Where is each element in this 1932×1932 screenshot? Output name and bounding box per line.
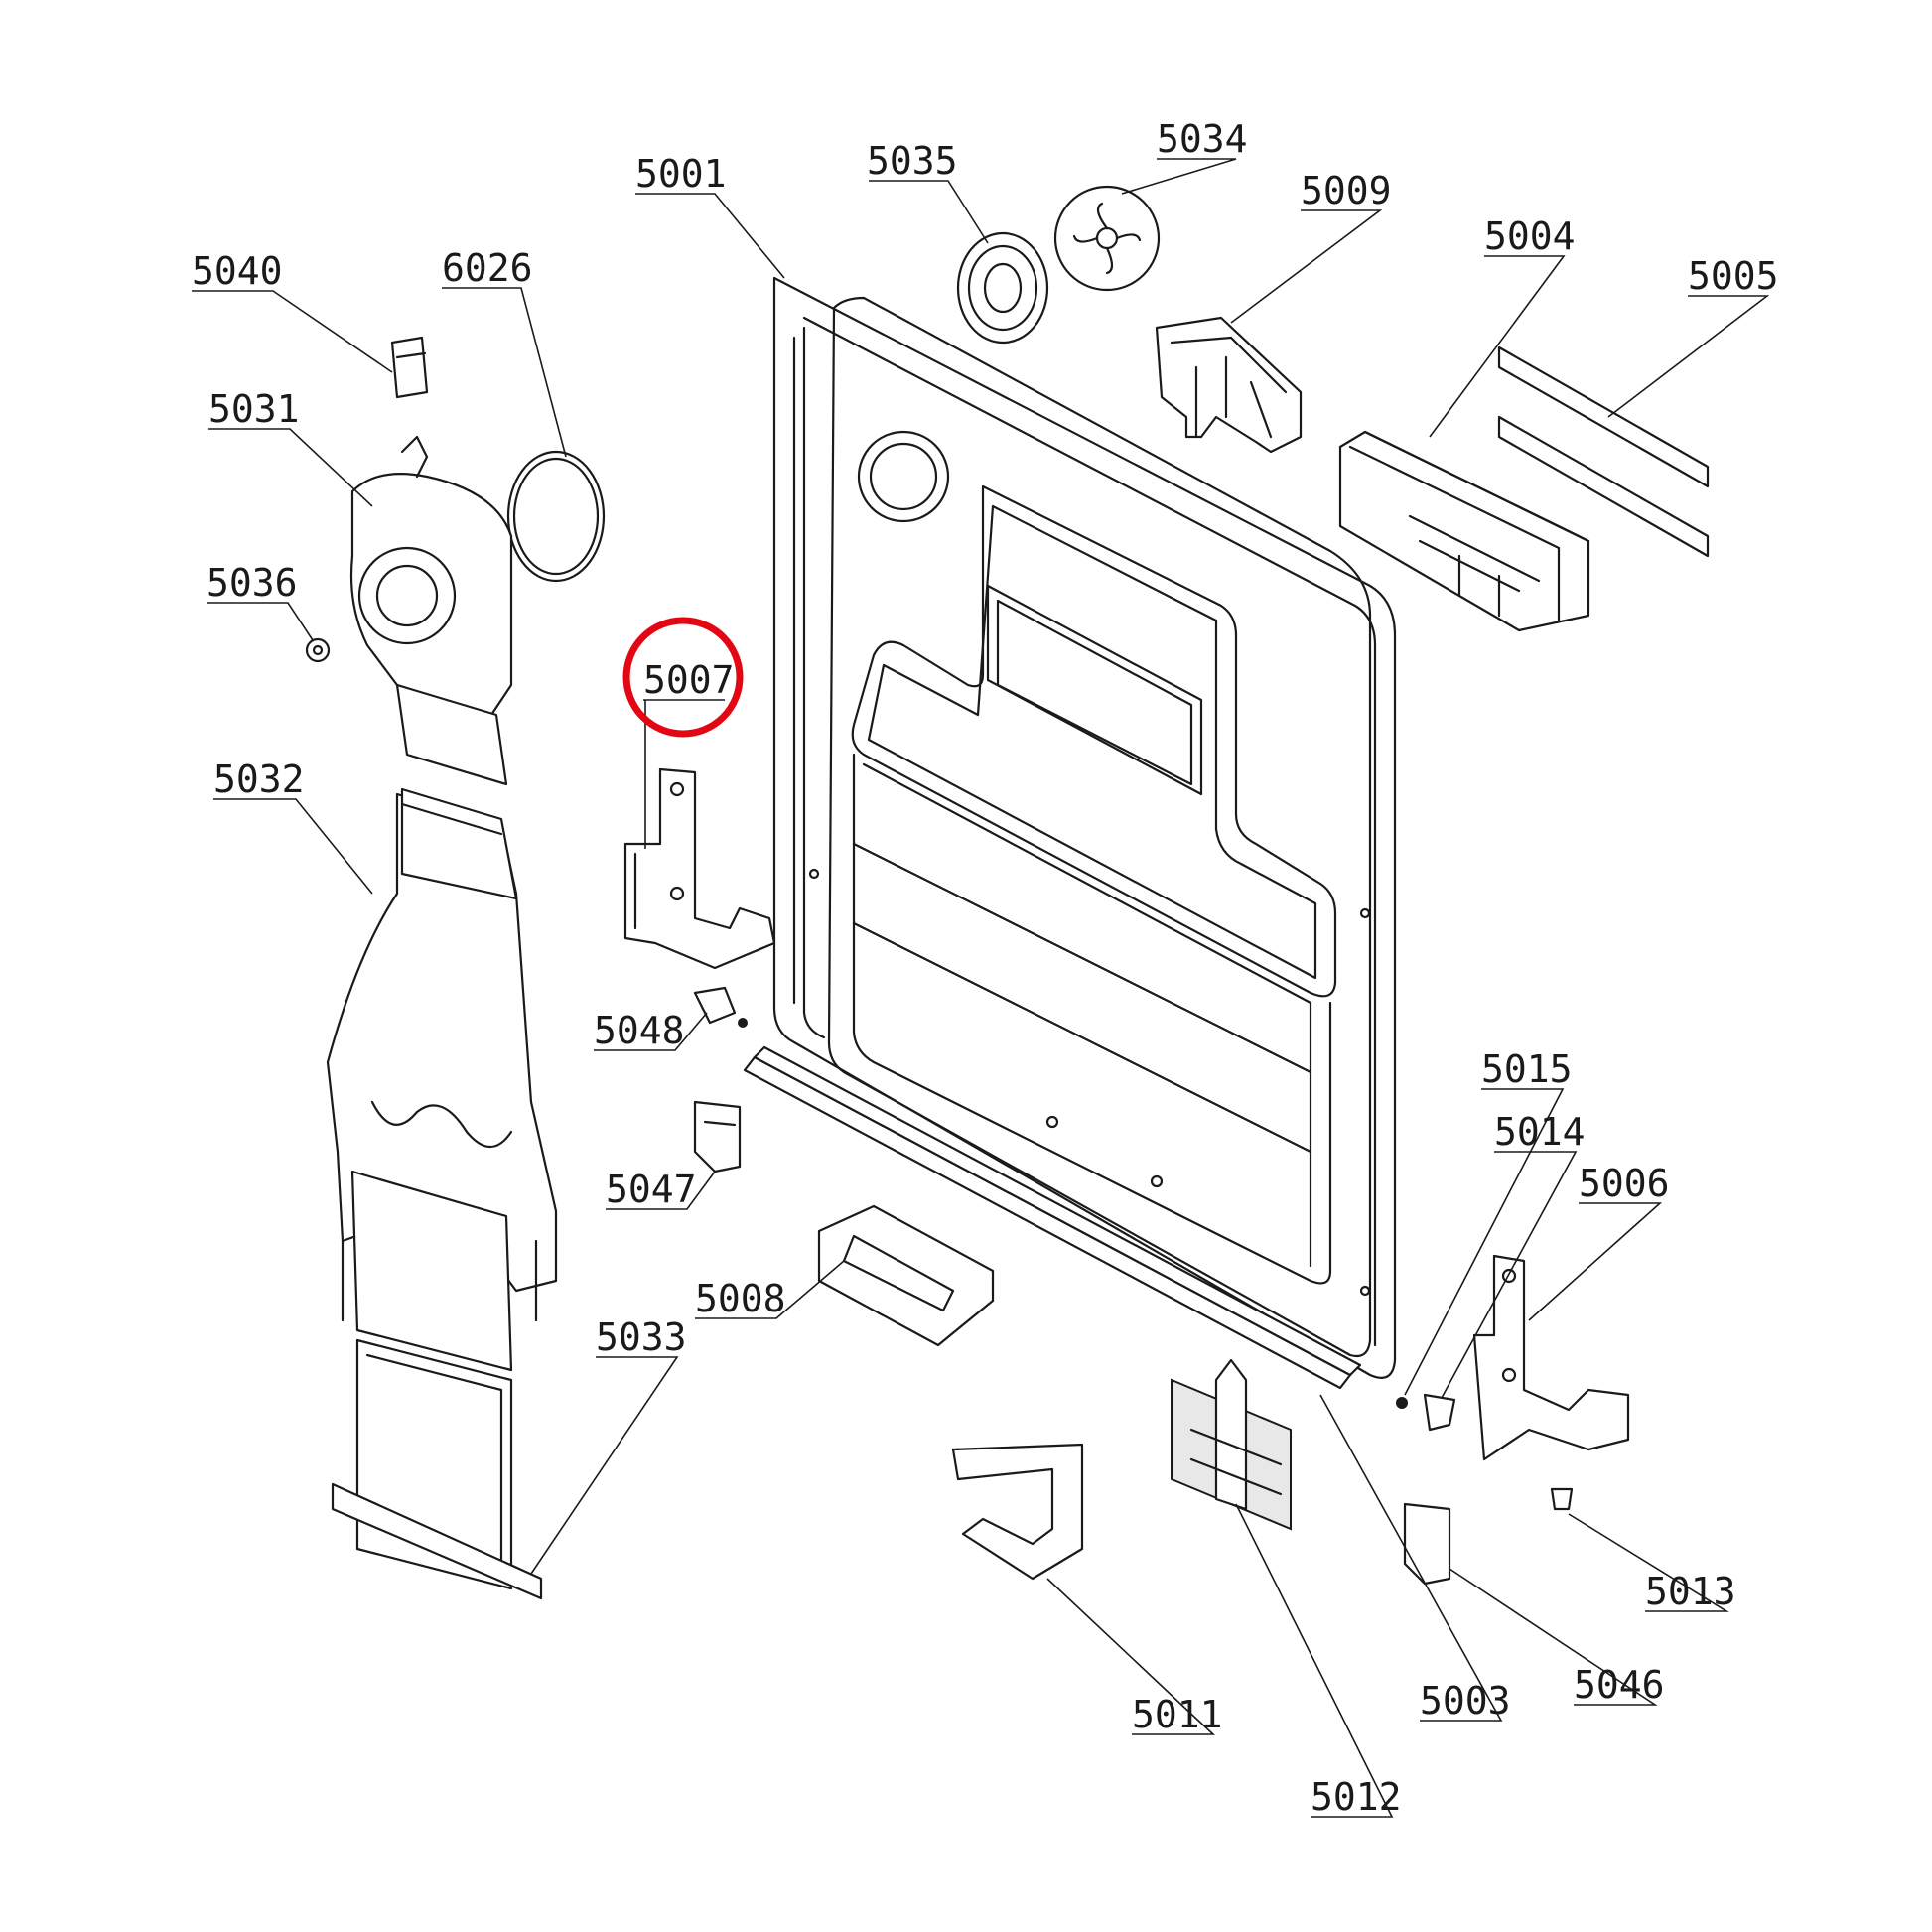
highlight-circle-5007 (622, 617, 744, 738)
callout-5047: 5047 (606, 1168, 697, 1211)
callout-5036: 5036 (207, 561, 298, 605)
part-5046-clip (1403, 1502, 1451, 1586)
part-5047-clip (693, 1100, 742, 1173)
part-5031-fan-housing (349, 435, 513, 786)
callout-5011: 5011 (1132, 1693, 1223, 1736)
part-5015-pin (1396, 1397, 1408, 1409)
part-5008-dispenser-plate (817, 1204, 995, 1347)
part-5007-hinge-plate (623, 767, 776, 970)
callout-5040: 5040 (192, 249, 283, 293)
part-5033-filter-cover (331, 1338, 543, 1600)
callout-5007: 5007 (643, 658, 735, 702)
callout-5031: 5031 (208, 387, 300, 431)
part-6026-ring-seal (506, 450, 606, 583)
callout-5004: 5004 (1484, 214, 1576, 258)
part-5003-bottom-strip (743, 1045, 1362, 1390)
callout-5013: 5013 (1645, 1570, 1736, 1613)
callout-6026: 6026 (442, 246, 533, 290)
part-5012-sticker (1171, 1358, 1292, 1531)
part-5004-control-module (1338, 430, 1590, 632)
callout-5033: 5033 (596, 1315, 687, 1359)
callout-5006: 5006 (1579, 1162, 1670, 1205)
callout-5012: 5012 (1311, 1775, 1402, 1819)
part-5035-dispenser-ring (956, 231, 1049, 345)
callout-5008: 5008 (695, 1277, 786, 1320)
part-5011-bracket (951, 1443, 1084, 1581)
callout-5009: 5009 (1301, 169, 1392, 212)
leader-lines (192, 158, 1770, 1818)
callout-5005: 5005 (1688, 254, 1779, 298)
callout-labels: 5001 5035 5034 5009 5004 5005 5040 6026 … (192, 117, 1779, 1819)
part-5006-hinge-plate (1472, 1254, 1630, 1461)
part-5032-air-duct (326, 787, 558, 1372)
callout-5015: 5015 (1481, 1047, 1573, 1091)
part-5048-bracket (693, 986, 748, 1028)
callout-5048: 5048 (594, 1009, 685, 1052)
part-5013-screw (1550, 1487, 1574, 1511)
part-5034-round-cover (1053, 185, 1161, 292)
part-5014-cam (1423, 1393, 1456, 1432)
callout-5046: 5046 (1574, 1663, 1665, 1707)
part-5036-nut (305, 637, 331, 663)
part-5040-connector (390, 336, 429, 399)
callout-5003: 5003 (1420, 1679, 1511, 1723)
callout-5035: 5035 (867, 139, 958, 183)
part-5009-door-lock (1155, 316, 1303, 454)
callout-5032: 5032 (213, 758, 305, 801)
part-5001-inner-door (772, 276, 1397, 1379)
callout-5014: 5014 (1494, 1110, 1586, 1154)
callout-5034: 5034 (1157, 117, 1248, 161)
part-5005-rails (1497, 345, 1710, 558)
callout-5001: 5001 (635, 152, 727, 196)
